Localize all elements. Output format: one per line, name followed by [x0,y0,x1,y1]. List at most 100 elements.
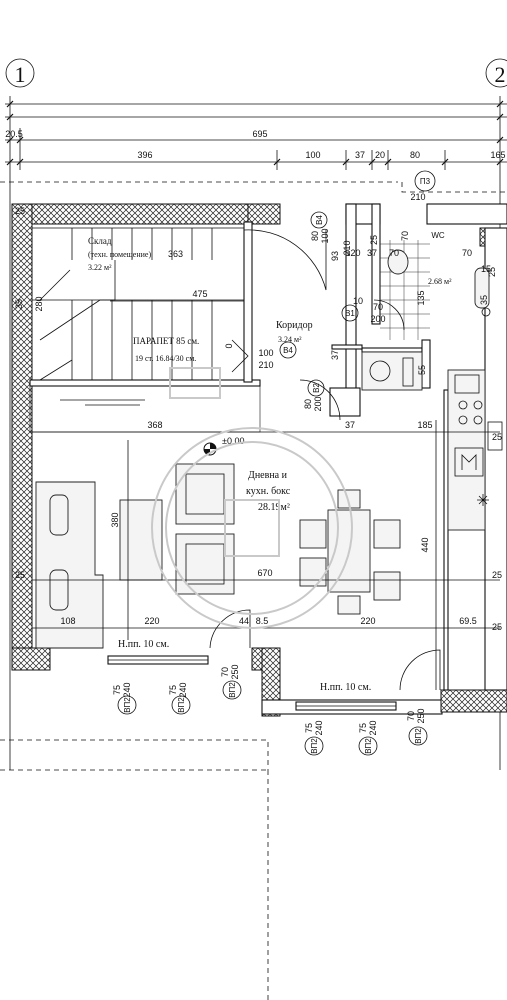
svg-text:240: 240 [368,720,378,735]
door-tag-v2: В2 [307,379,325,397]
svg-text:670: 670 [257,568,272,578]
svg-text:1: 1 [15,62,26,87]
svg-text:100: 100 [258,348,273,358]
svg-text:В4: В4 [315,215,324,225]
sofa [35,481,104,649]
door-swings [209,229,441,691]
wc-area: 2.68 м² [428,277,452,286]
svg-text:70: 70 [373,302,383,312]
svg-text:37: 37 [367,248,377,258]
svg-text:2: 2 [495,62,506,87]
svg-text:440: 440 [420,537,430,552]
svg-text:108: 108 [60,616,75,626]
svg-text:100: 100 [320,228,330,243]
svg-text:В1: В1 [345,309,355,318]
svg-text:37: 37 [330,350,340,360]
svg-text:396: 396 [137,150,152,160]
kitchen-counter [361,351,503,531]
svg-text:280: 280 [34,296,44,311]
parapet-label: ПАРАПЕТ 85 см. [133,336,199,346]
svg-text:20.5: 20.5 [5,129,23,139]
svg-text:3.22 м²: 3.22 м² [88,263,112,272]
svg-text:69.5: 69.5 [459,616,477,626]
svg-text:55: 55 [417,365,427,375]
axis-marker-1: 1 [5,58,35,88]
svg-text:475: 475 [192,289,207,299]
svg-text:25: 25 [492,622,502,632]
svg-text:70: 70 [400,231,410,241]
top-dimension-chain: 20.5 695 396 100 37 20 80 165 [5,96,507,170]
svg-text:Склад: Склад [88,236,112,246]
svg-text:240: 240 [122,682,132,697]
svg-text:20: 20 [375,150,385,160]
svg-text:ВП2: ВП2 [228,682,237,698]
svg-text:ВП2: ВП2 [123,697,132,713]
svg-text:120: 120 [345,248,360,258]
svg-text:П3: П3 [420,177,431,186]
svg-text:75: 75 [168,685,178,695]
svg-text:80: 80 [410,150,420,160]
svg-text:70: 70 [462,248,472,258]
svg-text:ВП2: ВП2 [310,738,319,754]
room-label-storage: Склад (техн. помещение) 363 3.22 м² [88,236,183,272]
door-tag-v4-mid: В4 [279,341,297,359]
svg-text:220: 220 [360,616,375,626]
svg-text:70: 70 [389,248,399,258]
svg-text:380: 380 [110,512,120,527]
room-label-living: Дневна и [248,470,288,481]
svg-text:210: 210 [342,240,352,255]
svg-text:В4: В4 [283,346,293,355]
svg-text:368: 368 [147,420,162,430]
svg-text:80: 80 [303,399,313,409]
svg-text:В2: В2 [312,383,321,393]
svg-text:25: 25 [15,206,25,216]
svg-text:25: 25 [369,235,379,245]
svg-text:75: 75 [112,685,122,695]
svg-text:35: 35 [14,299,24,309]
window-tag-p3: П3 210 [410,170,436,202]
exterior-walls [11,203,507,717]
svg-text:25: 25 [15,570,25,580]
svg-text:70: 70 [406,711,416,721]
living-area: 28.19м² [258,502,290,513]
room-label-corridor: Коридор [276,320,313,331]
projection-outline [0,181,507,1000]
svg-text:35: 35 [479,295,489,305]
staircase [32,227,249,406]
room-label-kitchen: кухн. бокс [246,486,291,497]
interior-walls [29,221,449,691]
svg-text:44: 44 [239,616,249,626]
axis-marker-2: 2 [485,58,507,88]
svg-text:8.5: 8.5 [256,616,269,626]
windows [107,655,397,711]
opening-tags-bottom: ВП2 75 240 ВП2 75 240 ВП2 70 250 ВП2 75 … [112,664,428,756]
svg-text:210: 210 [410,192,425,202]
svg-text:200: 200 [370,314,385,324]
wc-tile-grid [380,240,491,340]
watermark-seal [151,367,353,629]
svg-text:250: 250 [230,664,240,679]
svg-text:210: 210 [258,360,273,370]
svg-text:ВП2: ВП2 [177,697,186,713]
door-tag-v4-top: В4 [310,211,328,229]
svg-text:250: 250 [416,708,426,723]
svg-text:93: 93 [330,251,340,261]
svg-text:135: 135 [416,290,426,305]
svg-text:70: 70 [220,667,230,677]
corridor-area: 3.24 м² [278,335,302,344]
svg-text:75: 75 [304,723,314,733]
sill-height-2: Н.пп. 10 см. [320,682,371,693]
stairs-label: 19 ст. 16.84/30 см. [135,354,196,363]
dining-table [299,489,401,615]
svg-text:37: 37 [345,420,355,430]
svg-text:80: 80 [310,231,320,241]
svg-text:37: 37 [355,150,365,160]
svg-text:0: 0 [224,343,234,348]
svg-text:ВП2: ВП2 [414,728,423,744]
svg-text:240: 240 [314,720,324,735]
svg-text:220: 220 [144,616,159,626]
coffee-table [119,499,163,581]
door-tag-v1: В1 [341,304,359,322]
svg-text:240: 240 [178,682,188,697]
